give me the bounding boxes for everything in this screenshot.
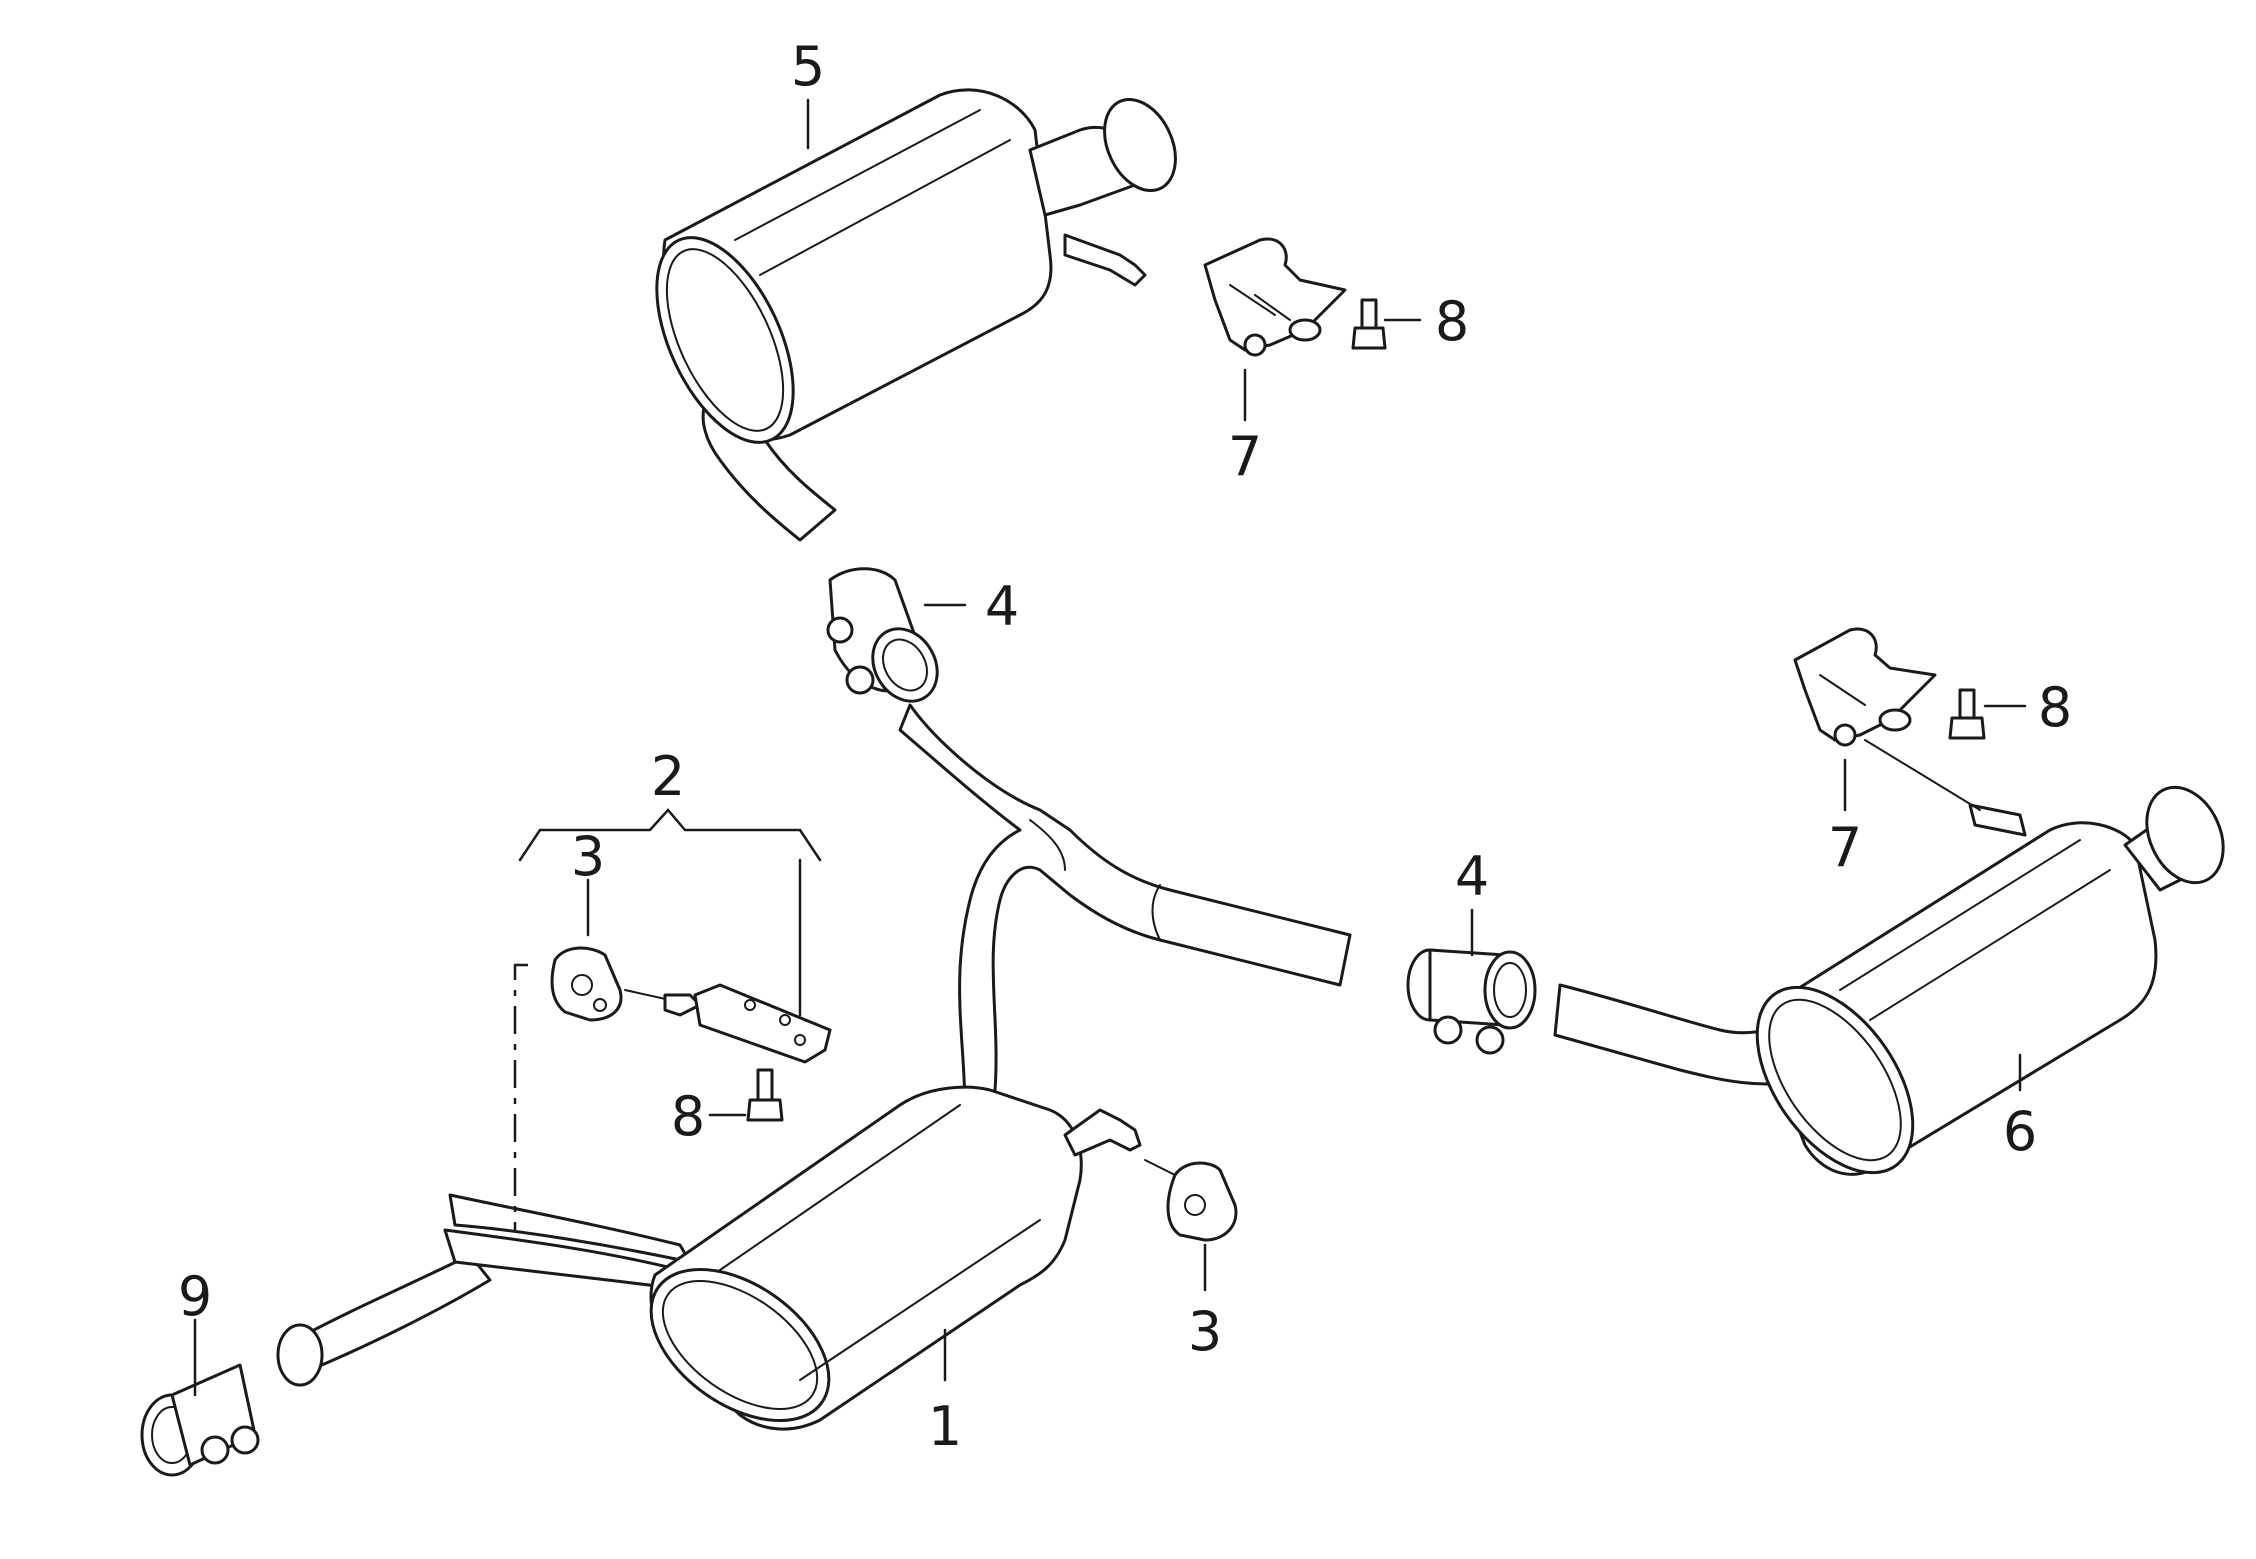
rubber-mount-lower <box>1144 1159 1238 1242</box>
bracket-left <box>1203 237 1347 357</box>
callouts: 5 4 7 8 8 7 4 2 3 8 1 3 6 9 <box>178 35 2072 1458</box>
callout-front-muffler: 1 <box>928 1395 962 1458</box>
front-pipe <box>293 1193 692 1372</box>
callout-rear-muffler-left: 5 <box>791 35 825 98</box>
y-pipe <box>898 703 1352 1112</box>
rubber-mount-upper <box>550 946 623 1022</box>
callout-hanger-kit: 2 <box>651 745 685 808</box>
hanger-kit-brace <box>518 808 822 862</box>
front-muffler <box>649 1085 1142 1431</box>
bolt-left <box>1351 298 1387 350</box>
bolt-hanger <box>746 1068 784 1122</box>
rear-muffler-right <box>1755 785 2225 1176</box>
bolt-right <box>1948 688 1986 740</box>
leader-lines <box>193 98 2027 1397</box>
callout-bracket-right: 7 <box>1828 816 1862 879</box>
clamp-upper <box>826 567 939 703</box>
hanger-bracket <box>624 983 832 1064</box>
callout-clamp-middle: 4 <box>1455 845 1489 908</box>
front-clamp <box>140 1323 324 1477</box>
callout-bracket-left: 7 <box>1228 425 1262 488</box>
assembly-line <box>513 963 528 1230</box>
callout-rubber-mount-lower: 3 <box>1188 1300 1222 1363</box>
callout-clamp-upper: 4 <box>985 575 1019 638</box>
callout-bolt-left: 8 <box>1435 290 1469 353</box>
bracket-right-rod <box>1864 739 1981 811</box>
clamp-middle <box>1406 948 1537 1055</box>
callout-bolt-right: 8 <box>2038 676 2072 739</box>
callout-rubber-mount-upper: 3 <box>571 825 605 888</box>
rear-muffler-left <box>655 88 1177 444</box>
callout-rear-muffler-right: 6 <box>2003 1100 2037 1163</box>
callout-bolt-hanger: 8 <box>671 1085 705 1148</box>
bracket-right <box>1793 627 1937 747</box>
callout-front-clamp: 9 <box>178 1265 212 1328</box>
